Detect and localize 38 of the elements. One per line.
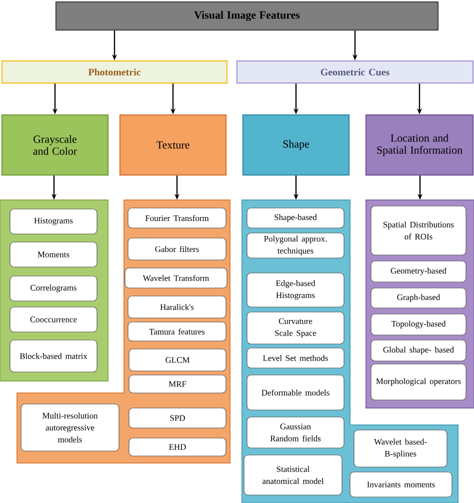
- feature-box: Moments: [10, 242, 98, 268]
- heading-box: Grayscale and Color: [1, 114, 109, 176]
- feature-box: Correlograms: [10, 276, 98, 302]
- category-box: Geometric Cues: [236, 60, 474, 84]
- heading-box: Location and Spatial Information: [365, 114, 474, 176]
- feature-box: Wavelet based- B-splines: [354, 430, 448, 468]
- feature-box: Shape-based: [246, 208, 344, 228]
- feature-box: Fourier Transform: [128, 208, 226, 228]
- feature-box: Graph-based: [370, 288, 466, 308]
- feature-box: Haralick's: [128, 296, 226, 318]
- feature-box: Curvature Scale Space: [246, 312, 344, 344]
- feature-box: Level Set methods: [246, 348, 344, 368]
- feature-box: Morphological operators: [370, 364, 466, 400]
- feature-box: EHD: [128, 438, 226, 456]
- title-box: Visual Image Features: [55, 1, 439, 31]
- feature-box: Deformable models: [246, 374, 344, 410]
- feature-box: Geometry-based: [370, 260, 466, 282]
- feature-box: Gaussian Random fields: [246, 416, 344, 448]
- feature-box: Polygonal approx. techniques: [246, 232, 344, 258]
- feature-box: Block-based matrix: [10, 340, 98, 372]
- feature-box: Statistical anatomical model: [244, 454, 342, 496]
- feature-box: Histograms: [10, 208, 98, 234]
- feature-box: Wavelet Transform: [124, 268, 228, 288]
- heading-box: Texture: [119, 114, 227, 176]
- feature-box: Edge-based Histograms: [246, 272, 344, 308]
- heading-box: Shape: [242, 114, 350, 176]
- feature-box: Cooccurrence: [10, 306, 98, 332]
- feature-box: Global shape- based: [370, 340, 466, 362]
- feature-box: MRF: [128, 374, 226, 394]
- category-box: Photometric: [1, 60, 228, 84]
- feature-box: SPD: [128, 408, 226, 428]
- feature-box: Invariants moments: [350, 472, 452, 498]
- feature-box: Tamura features: [128, 322, 226, 342]
- feature-box: Multi-resolution autoregressive models: [20, 404, 120, 452]
- feature-box: GLCM: [128, 348, 226, 372]
- feature-box: Spatial Distributions of ROIs: [370, 206, 466, 256]
- feature-box: Gabor filters: [128, 238, 226, 260]
- feature-box: Topology-based: [370, 314, 466, 336]
